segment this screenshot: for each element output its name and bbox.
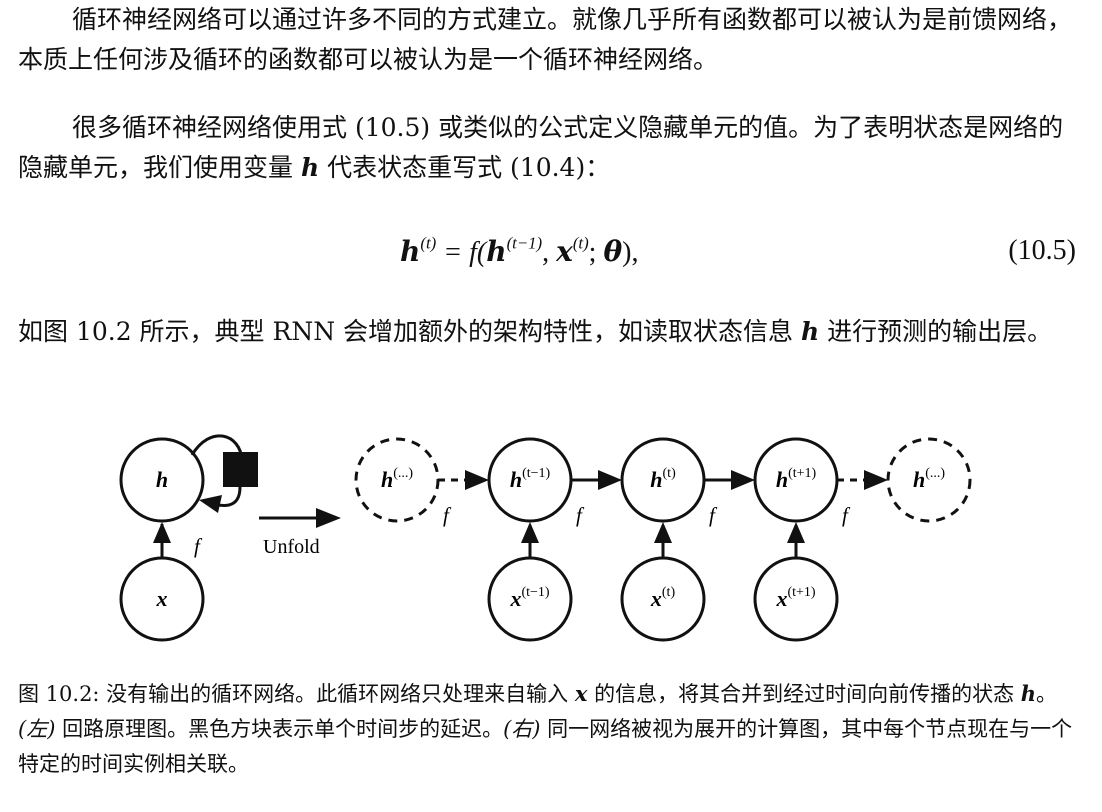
eq-h: h	[486, 235, 507, 268]
folded-graph: h x f	[119, 434, 258, 642]
unfolded-graph: f f f f h(...) h(t−1) h(t) h(t+1) h(...) x(t−1) x(…	[354, 437, 972, 642]
x-node-label: x(t−1)	[509, 585, 549, 611]
eq-lhs-sup: (t)	[420, 233, 437, 253]
h-node-circle	[753, 437, 839, 523]
h-node-circle	[354, 437, 440, 523]
eq-close: ),	[622, 237, 639, 268]
eq-lhs-h: h	[400, 235, 421, 268]
caption-mid1: 的信息，将其合并到经过时间向前传播的状态	[587, 682, 1021, 706]
unfold-label: Unfold	[263, 536, 320, 558]
figure-svg: h x f Unfold f f f f h(...) h(t−1) h(t) h(t+1) h…	[119, 434, 972, 642]
h-node-circle	[620, 437, 706, 523]
paragraph-2-part2: 代表状态重写式 (10.4)：	[319, 153, 611, 182]
h-transition-arrowhead	[731, 470, 755, 490]
h-transition-arrowhead	[864, 470, 888, 490]
eq-x-sup: (t)	[572, 233, 589, 253]
caption-right-tag: (右)	[503, 717, 541, 741]
caption-var-x: x	[574, 681, 588, 706]
paragraph-3-var-h: h	[800, 317, 820, 346]
paragraph-2-var-h: h	[300, 153, 320, 182]
eq-h-sup: (t−1)	[506, 233, 543, 253]
caption-left-tag: (左)	[18, 717, 56, 741]
eq-comma: ,	[542, 237, 557, 268]
paragraph-3-part1: 如图 10.2 所示，典型 RNN 会增加额外的架构特性，如读取状态信息	[18, 317, 801, 346]
x-node-label: x(t)	[650, 585, 676, 611]
equation-10-5: h(t) = f(h(t−1), x(t); θ), (10.5)	[0, 233, 1102, 277]
h-node-label: h(...)	[913, 466, 945, 492]
paragraph-1: 循环神经网络可以通过许多不同的方式建立。就像几乎所有函数都可以被认为是前馈网络，…	[18, 5, 1073, 74]
eq-theta: θ	[603, 235, 623, 268]
h-node-circle	[119, 437, 205, 523]
h-transition-arrowhead	[465, 470, 489, 490]
equation-number: (10.5)	[1008, 235, 1076, 266]
h-node-label: h	[156, 467, 168, 492]
unfold-arrow: Unfold	[259, 508, 341, 558]
f-label: f	[842, 503, 851, 527]
paragraph-3: 如图 10.2 所示，典型 RNN 会增加额外的架构特性，如读取状态信息 h 进…	[18, 312, 1078, 352]
x-node-label: x	[156, 586, 168, 611]
unfold-arrowhead	[316, 508, 341, 528]
caption-mid3: 回路原理图。黑色方块表示单个时间步的延迟。	[55, 717, 504, 741]
x-to-h-arrowhead	[654, 522, 672, 543]
x-to-h-arrowhead	[521, 522, 539, 543]
paragraph-3-part2: 进行预测的输出层。	[819, 317, 1053, 346]
h-node-label: h(t+1)	[776, 466, 817, 492]
eq-x: x	[556, 235, 573, 268]
equation-body: h(t) = f(h(t−1), x(t); θ),	[400, 235, 638, 269]
h-transition-arrowhead	[598, 470, 622, 490]
h-node-label: h(t)	[650, 466, 676, 492]
h-node-label: h(...)	[381, 466, 413, 492]
caption-prefix: 图 10.2: 没有输出的循环网络。此循环网络只处理来自输入	[18, 682, 575, 706]
caption-suffix: 同一网络被视为展开的计算图，其中每个节点现在与一个特定的时间实例相关联。	[18, 717, 1073, 776]
eq-semicolon: ;	[588, 237, 604, 268]
f-label: f	[709, 503, 718, 527]
eq-equals-f: = f(	[436, 237, 487, 268]
f-label: f	[443, 503, 452, 527]
figure-10-2: h x f Unfold f f f f h(...) h(t−1) h(t) h(t+1) h…	[0, 415, 1102, 655]
h-node-circle	[886, 437, 972, 523]
self-loop-arrowhead	[199, 495, 222, 513]
x-node-label: x(t+1)	[775, 585, 815, 611]
delay-square	[223, 452, 258, 487]
f-label: f	[576, 503, 585, 527]
paragraph-2-part1: 很多循环神经网络使用式 (10.5) 或类似的公式定义隐藏单元的值。为了表明状态…	[18, 113, 1064, 182]
caption-mid2: 。	[1036, 682, 1058, 706]
x-to-h-arrowhead	[153, 522, 171, 543]
h-node-circle	[487, 437, 573, 523]
paragraph-2: 很多循环神经网络使用式 (10.5) 或类似的公式定义隐藏单元的值。为了表明状态…	[18, 108, 1078, 188]
left-f-label: f	[194, 534, 203, 558]
x-to-h-arrowhead	[787, 522, 805, 543]
figure-caption: 图 10.2: 没有输出的循环网络。此循环网络只处理来自输入 x 的信息，将其合…	[18, 676, 1082, 782]
caption-var-h: h	[1020, 681, 1037, 706]
h-node-label: h(t−1)	[510, 466, 551, 492]
